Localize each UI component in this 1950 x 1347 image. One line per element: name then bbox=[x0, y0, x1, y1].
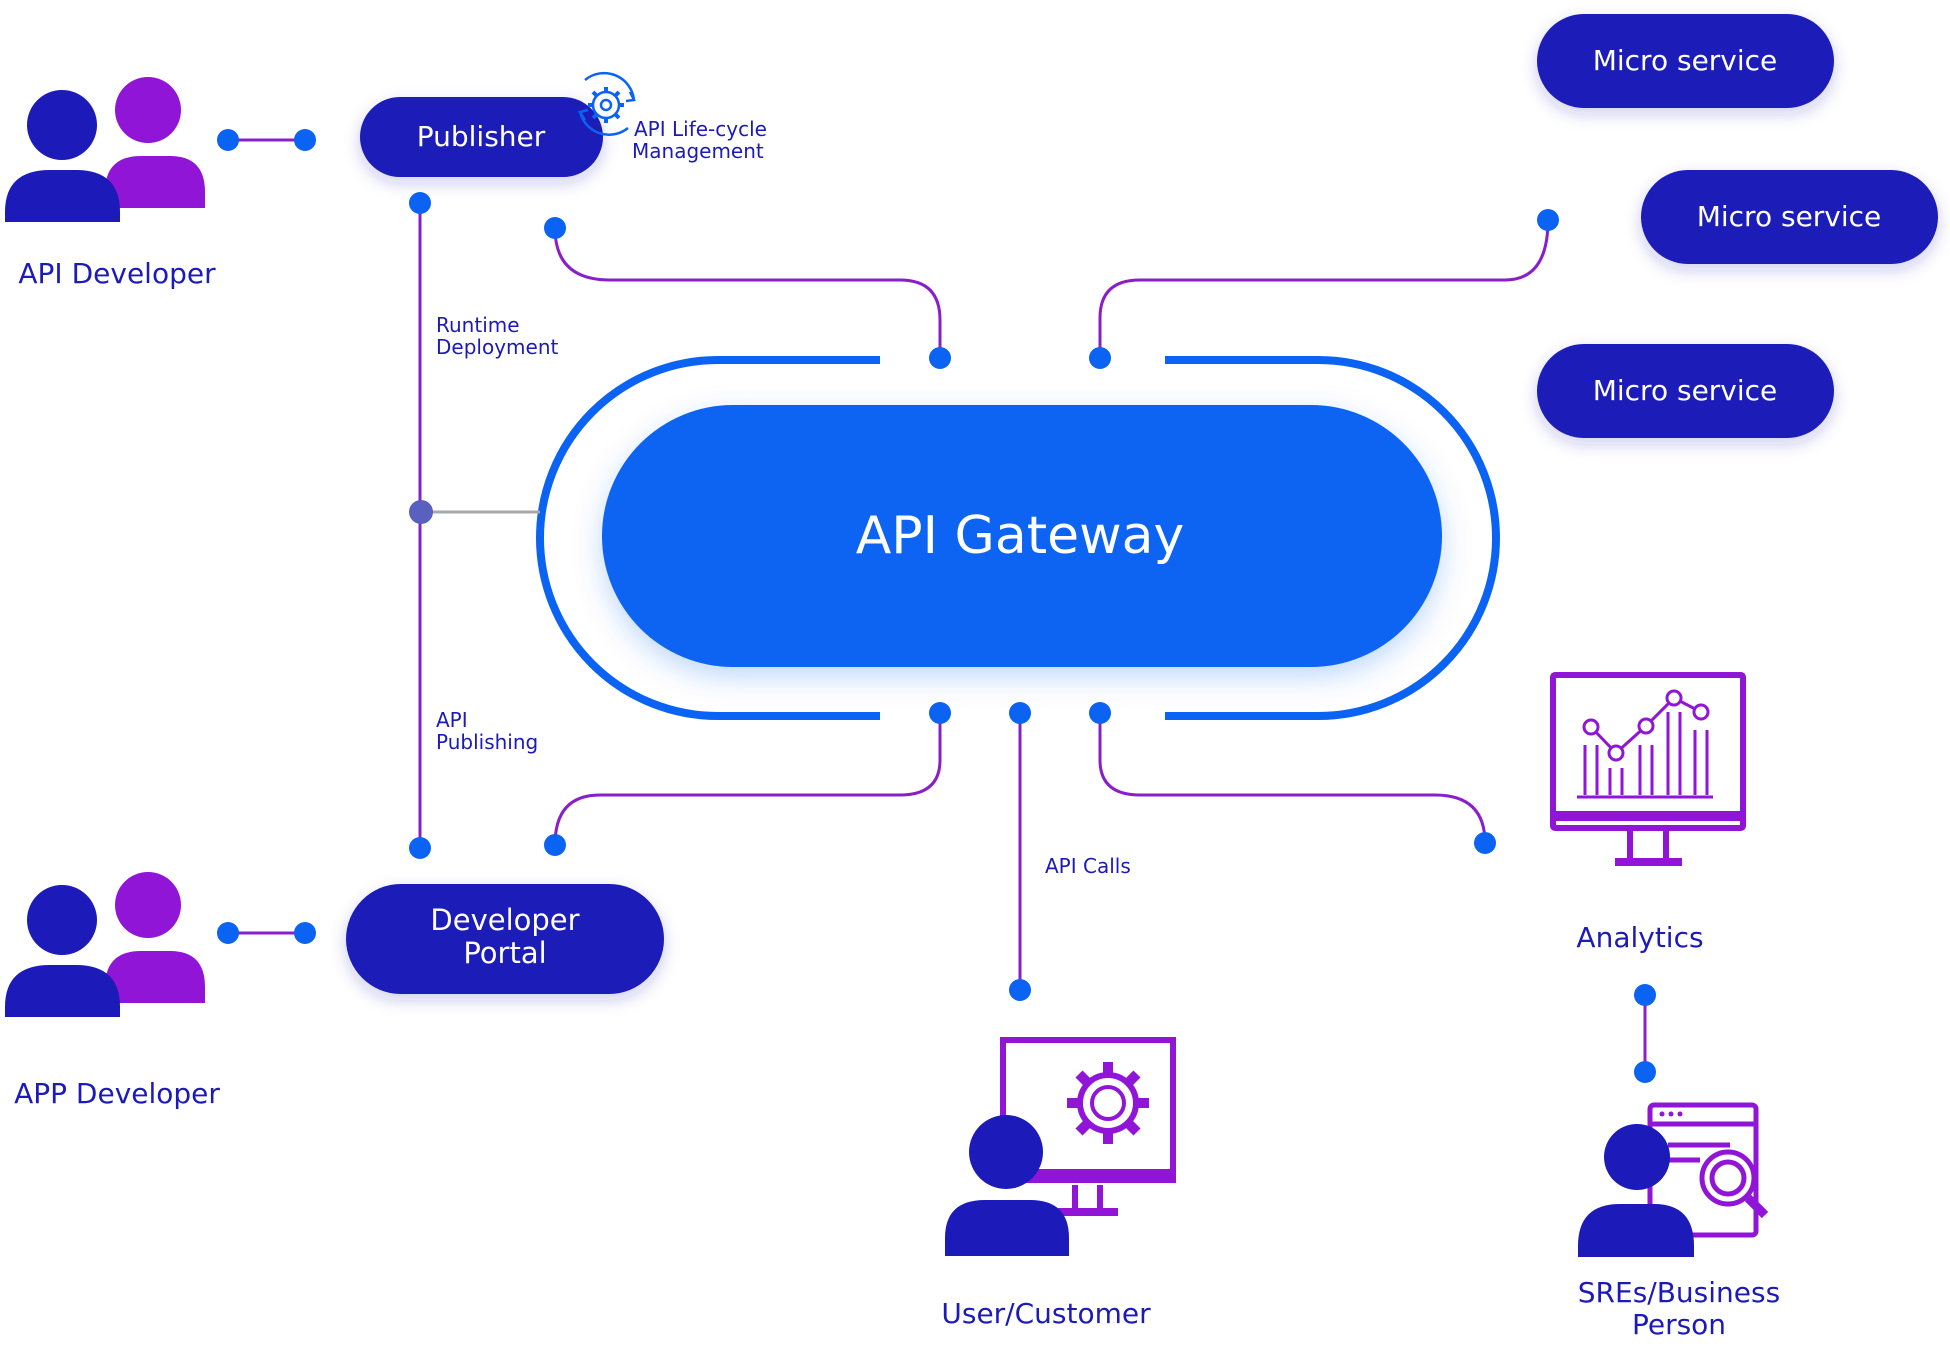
publisher-node[interactable]: Publisher bbox=[360, 97, 603, 177]
api-calls-label: API Calls bbox=[1045, 854, 1131, 878]
lifecycle-label-line2: Management bbox=[632, 139, 764, 163]
connectors bbox=[228, 138, 1647, 1072]
runtime-label-line1: Runtime bbox=[436, 313, 520, 337]
publisher-label: Publisher bbox=[417, 120, 546, 153]
user-customer-label: User/Customer bbox=[941, 1297, 1151, 1330]
micro-service-1-label: Micro service bbox=[1593, 44, 1778, 77]
api-gateway-label: API Gateway bbox=[856, 506, 1185, 566]
connector-dots bbox=[217, 129, 1656, 1083]
analytics-monitor-icon bbox=[1550, 672, 1746, 866]
runtime-label-line2: Deployment bbox=[436, 335, 558, 359]
gear-cycle-icon bbox=[578, 71, 636, 136]
micro-service-2-label: Micro service bbox=[1697, 200, 1882, 233]
connector-publisher-gateway bbox=[553, 227, 942, 358]
analytics-label: Analytics bbox=[1576, 921, 1703, 954]
connector-gateway-analytics bbox=[1098, 713, 1487, 844]
api-developer-label: API Developer bbox=[18, 257, 216, 290]
user-monitor-gear-icon bbox=[945, 1037, 1176, 1256]
hub-dot bbox=[409, 500, 433, 524]
micro-service-3[interactable]: Micro service bbox=[1537, 344, 1834, 438]
developer-portal-label-line2: Portal bbox=[463, 936, 546, 970]
connector-gateway-microservices bbox=[1098, 219, 1550, 358]
micro-service-1[interactable]: Micro service bbox=[1537, 14, 1834, 108]
publishing-label-line2: Publishing bbox=[436, 730, 538, 754]
user-search-document-icon bbox=[1578, 1102, 1769, 1257]
micro-service-3-label: Micro service bbox=[1593, 374, 1778, 407]
publishing-label-line1: API bbox=[436, 708, 468, 732]
api-gateway[interactable]: API Gateway bbox=[602, 405, 1442, 667]
sres-label-line2: Person bbox=[1632, 1308, 1726, 1341]
lifecycle-label-line1: API Life-cycle bbox=[634, 117, 767, 141]
gateway-outer-ring bbox=[536, 356, 1500, 720]
developer-portal-label-line1: Developer bbox=[430, 903, 579, 937]
sres-label-line1: SREs/Business bbox=[1578, 1276, 1780, 1309]
micro-service-2[interactable]: Micro service bbox=[1641, 170, 1938, 264]
people-icon bbox=[5, 872, 205, 1017]
developer-portal-node[interactable]: Developer Portal bbox=[346, 884, 664, 994]
connector-gateway-portal bbox=[553, 713, 942, 846]
app-developer-label: APP Developer bbox=[14, 1077, 220, 1110]
people-icon bbox=[5, 77, 205, 222]
